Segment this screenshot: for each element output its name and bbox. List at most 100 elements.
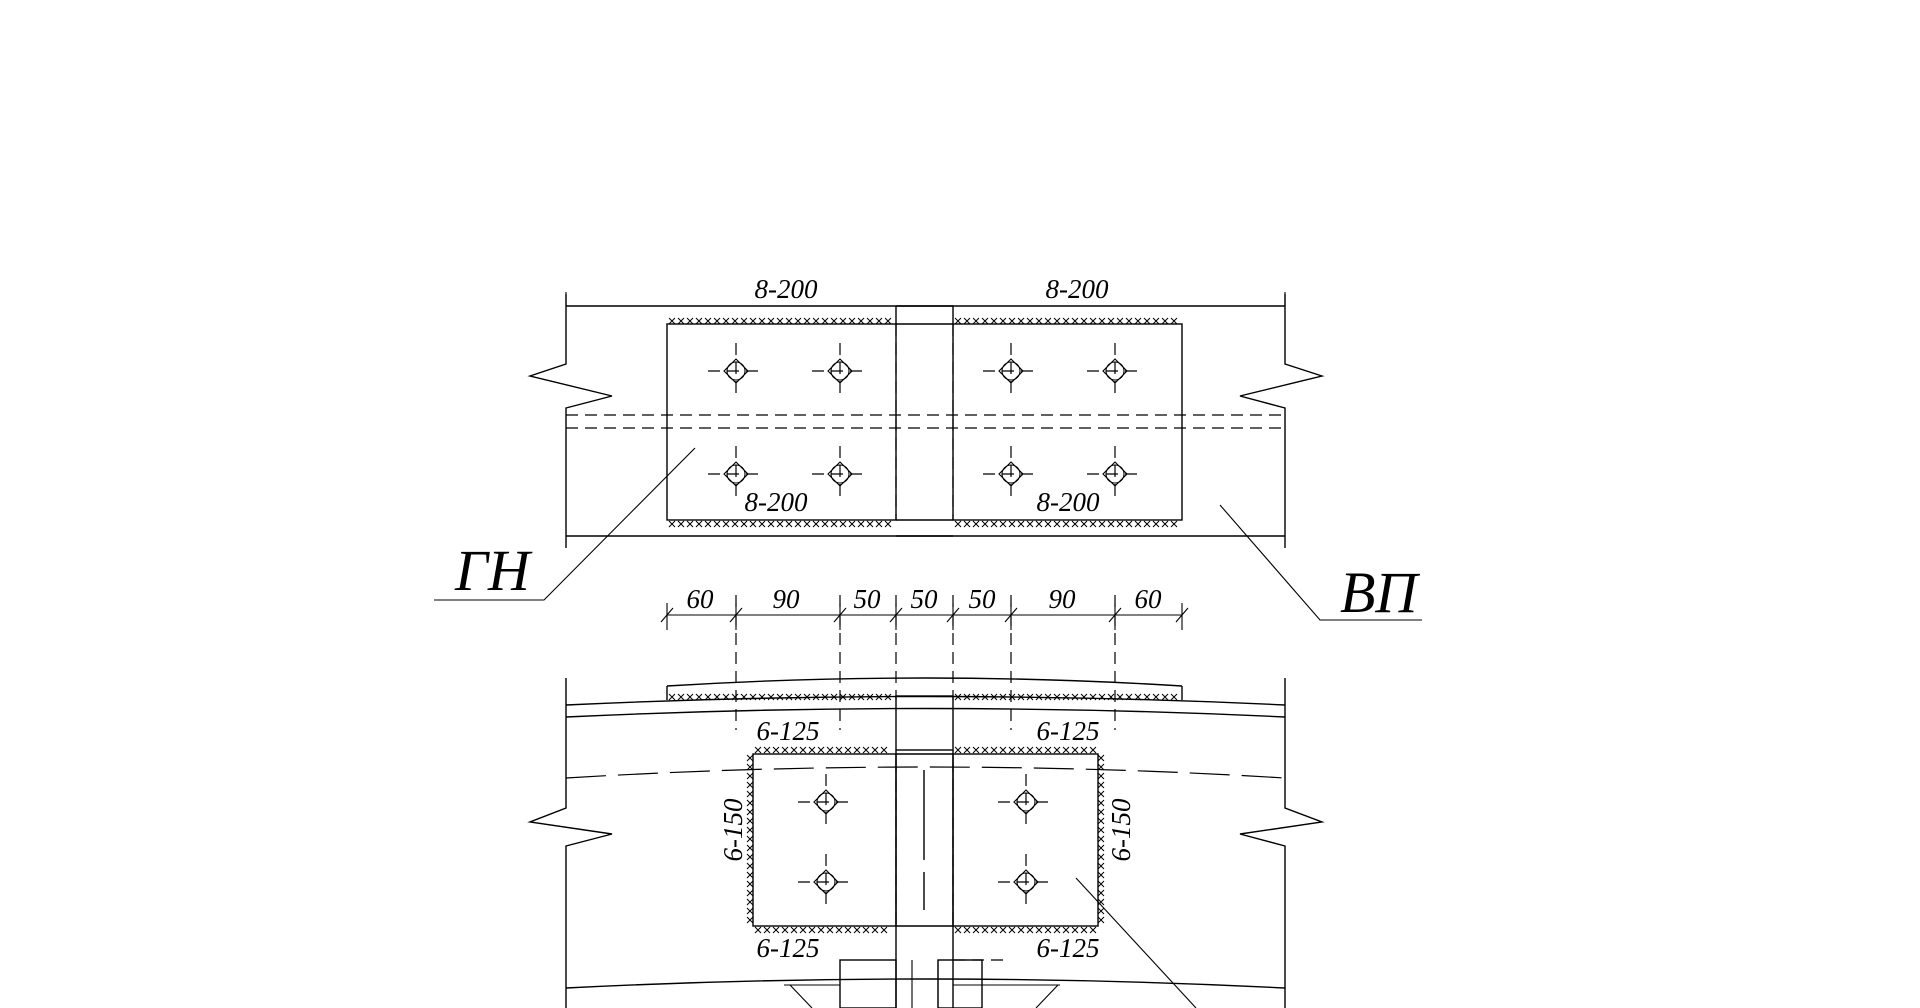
spacing-50-c: 50 <box>969 584 997 614</box>
weld-mark <box>781 926 789 934</box>
weld-mark <box>1116 317 1124 325</box>
weld-mark <box>1134 317 1142 325</box>
weld-mark <box>884 317 892 325</box>
weld-mark <box>758 317 766 325</box>
weld-mark <box>1080 317 1088 325</box>
weld-mark <box>758 693 766 701</box>
weld-mark <box>1097 916 1105 924</box>
weld-mark <box>790 746 798 754</box>
weld-mark <box>713 317 721 325</box>
weld-mark <box>990 693 998 701</box>
weld-mark <box>812 317 820 325</box>
weld-mark <box>954 520 962 528</box>
weld-mark <box>1026 317 1034 325</box>
weld-mark <box>1035 317 1043 325</box>
weld-mark <box>776 317 784 325</box>
weld-mark <box>830 520 838 528</box>
bolt-icon <box>812 446 868 502</box>
weld-mark <box>799 926 807 934</box>
weld-mark <box>746 853 754 861</box>
weld-mark <box>746 880 754 888</box>
dim-6-125-bottom-left: 6-125 <box>757 933 820 963</box>
weld-mark <box>794 520 802 528</box>
weld-mark <box>1097 871 1105 879</box>
bolt-icon <box>812 343 868 399</box>
weld-mark <box>1044 693 1052 701</box>
weld-mark <box>776 693 784 701</box>
weld-mark <box>1026 520 1034 528</box>
weld-mark <box>1062 693 1070 701</box>
weld-mark <box>1089 926 1097 934</box>
weld-mark <box>1152 317 1160 325</box>
weld-mark <box>1161 317 1169 325</box>
bolt-icon <box>708 446 764 502</box>
weld-mark <box>1097 763 1105 771</box>
weld-mark <box>794 693 802 701</box>
weld-mark <box>1097 862 1105 870</box>
spacing-60-left: 60 <box>687 584 715 614</box>
weld-mark <box>767 693 775 701</box>
spacing-90-left: 90 <box>773 584 801 614</box>
weld-mark <box>1143 693 1151 701</box>
weld-mark <box>754 926 762 934</box>
weld-mark <box>1080 746 1088 754</box>
weld-mark <box>1098 520 1106 528</box>
weld-mark <box>677 520 685 528</box>
dim-8-200-top-right: 8-200 <box>1046 274 1109 304</box>
weld-mark <box>826 746 834 754</box>
weld-mark <box>781 746 789 754</box>
weld-mark <box>1097 826 1105 834</box>
weld-mark <box>758 520 766 528</box>
weld-mark <box>1017 926 1025 934</box>
weld-mark <box>1053 693 1061 701</box>
break-line-left <box>527 294 613 548</box>
weld-mark <box>746 826 754 834</box>
weld-mark <box>1053 520 1061 528</box>
weld-mark <box>731 520 739 528</box>
callout-vp: ВП <box>1340 560 1420 625</box>
weld-mark <box>749 520 757 528</box>
weld-mark <box>812 520 820 528</box>
weld-mark <box>884 693 892 701</box>
weld-mark <box>1053 746 1061 754</box>
weld-mark <box>704 520 712 528</box>
weld-mark <box>999 746 1007 754</box>
weld-mark <box>990 746 998 754</box>
weld-mark <box>746 817 754 825</box>
weld-mark <box>999 693 1007 701</box>
weld-mark <box>990 317 998 325</box>
weld-mark <box>963 746 971 754</box>
weld-mark <box>1152 520 1160 528</box>
dim-6-150-left: 6-150 <box>718 798 748 861</box>
weld-mark <box>731 693 739 701</box>
weld-mark <box>981 317 989 325</box>
weld-mark <box>1062 746 1070 754</box>
weld-mark <box>880 746 888 754</box>
weld-mark <box>785 317 793 325</box>
weld-mark <box>821 693 829 701</box>
weld-mark <box>746 808 754 816</box>
weld-mark <box>1008 926 1016 934</box>
weld-mark <box>972 746 980 754</box>
weld-mark <box>686 317 694 325</box>
weld-mark <box>1008 520 1016 528</box>
weld-mark <box>803 520 811 528</box>
weld-mark <box>1071 520 1079 528</box>
bolt-icon <box>798 774 854 830</box>
weld-mark <box>1107 317 1115 325</box>
weld-mark <box>1097 808 1105 816</box>
weld-mark <box>844 746 852 754</box>
weld-mark <box>1017 520 1025 528</box>
weld-mark <box>1098 693 1106 701</box>
weld-mark <box>740 520 748 528</box>
weld-mark <box>722 693 730 701</box>
weld-mark <box>1097 889 1105 897</box>
weld-mark <box>821 520 829 528</box>
weld-mark <box>1071 746 1079 754</box>
leader-vp <box>1219 504 1422 621</box>
weld-mark <box>1161 693 1169 701</box>
weld-mark <box>1035 693 1043 701</box>
weld-mark <box>839 317 847 325</box>
weld-mark <box>772 746 780 754</box>
weld-mark <box>857 693 865 701</box>
